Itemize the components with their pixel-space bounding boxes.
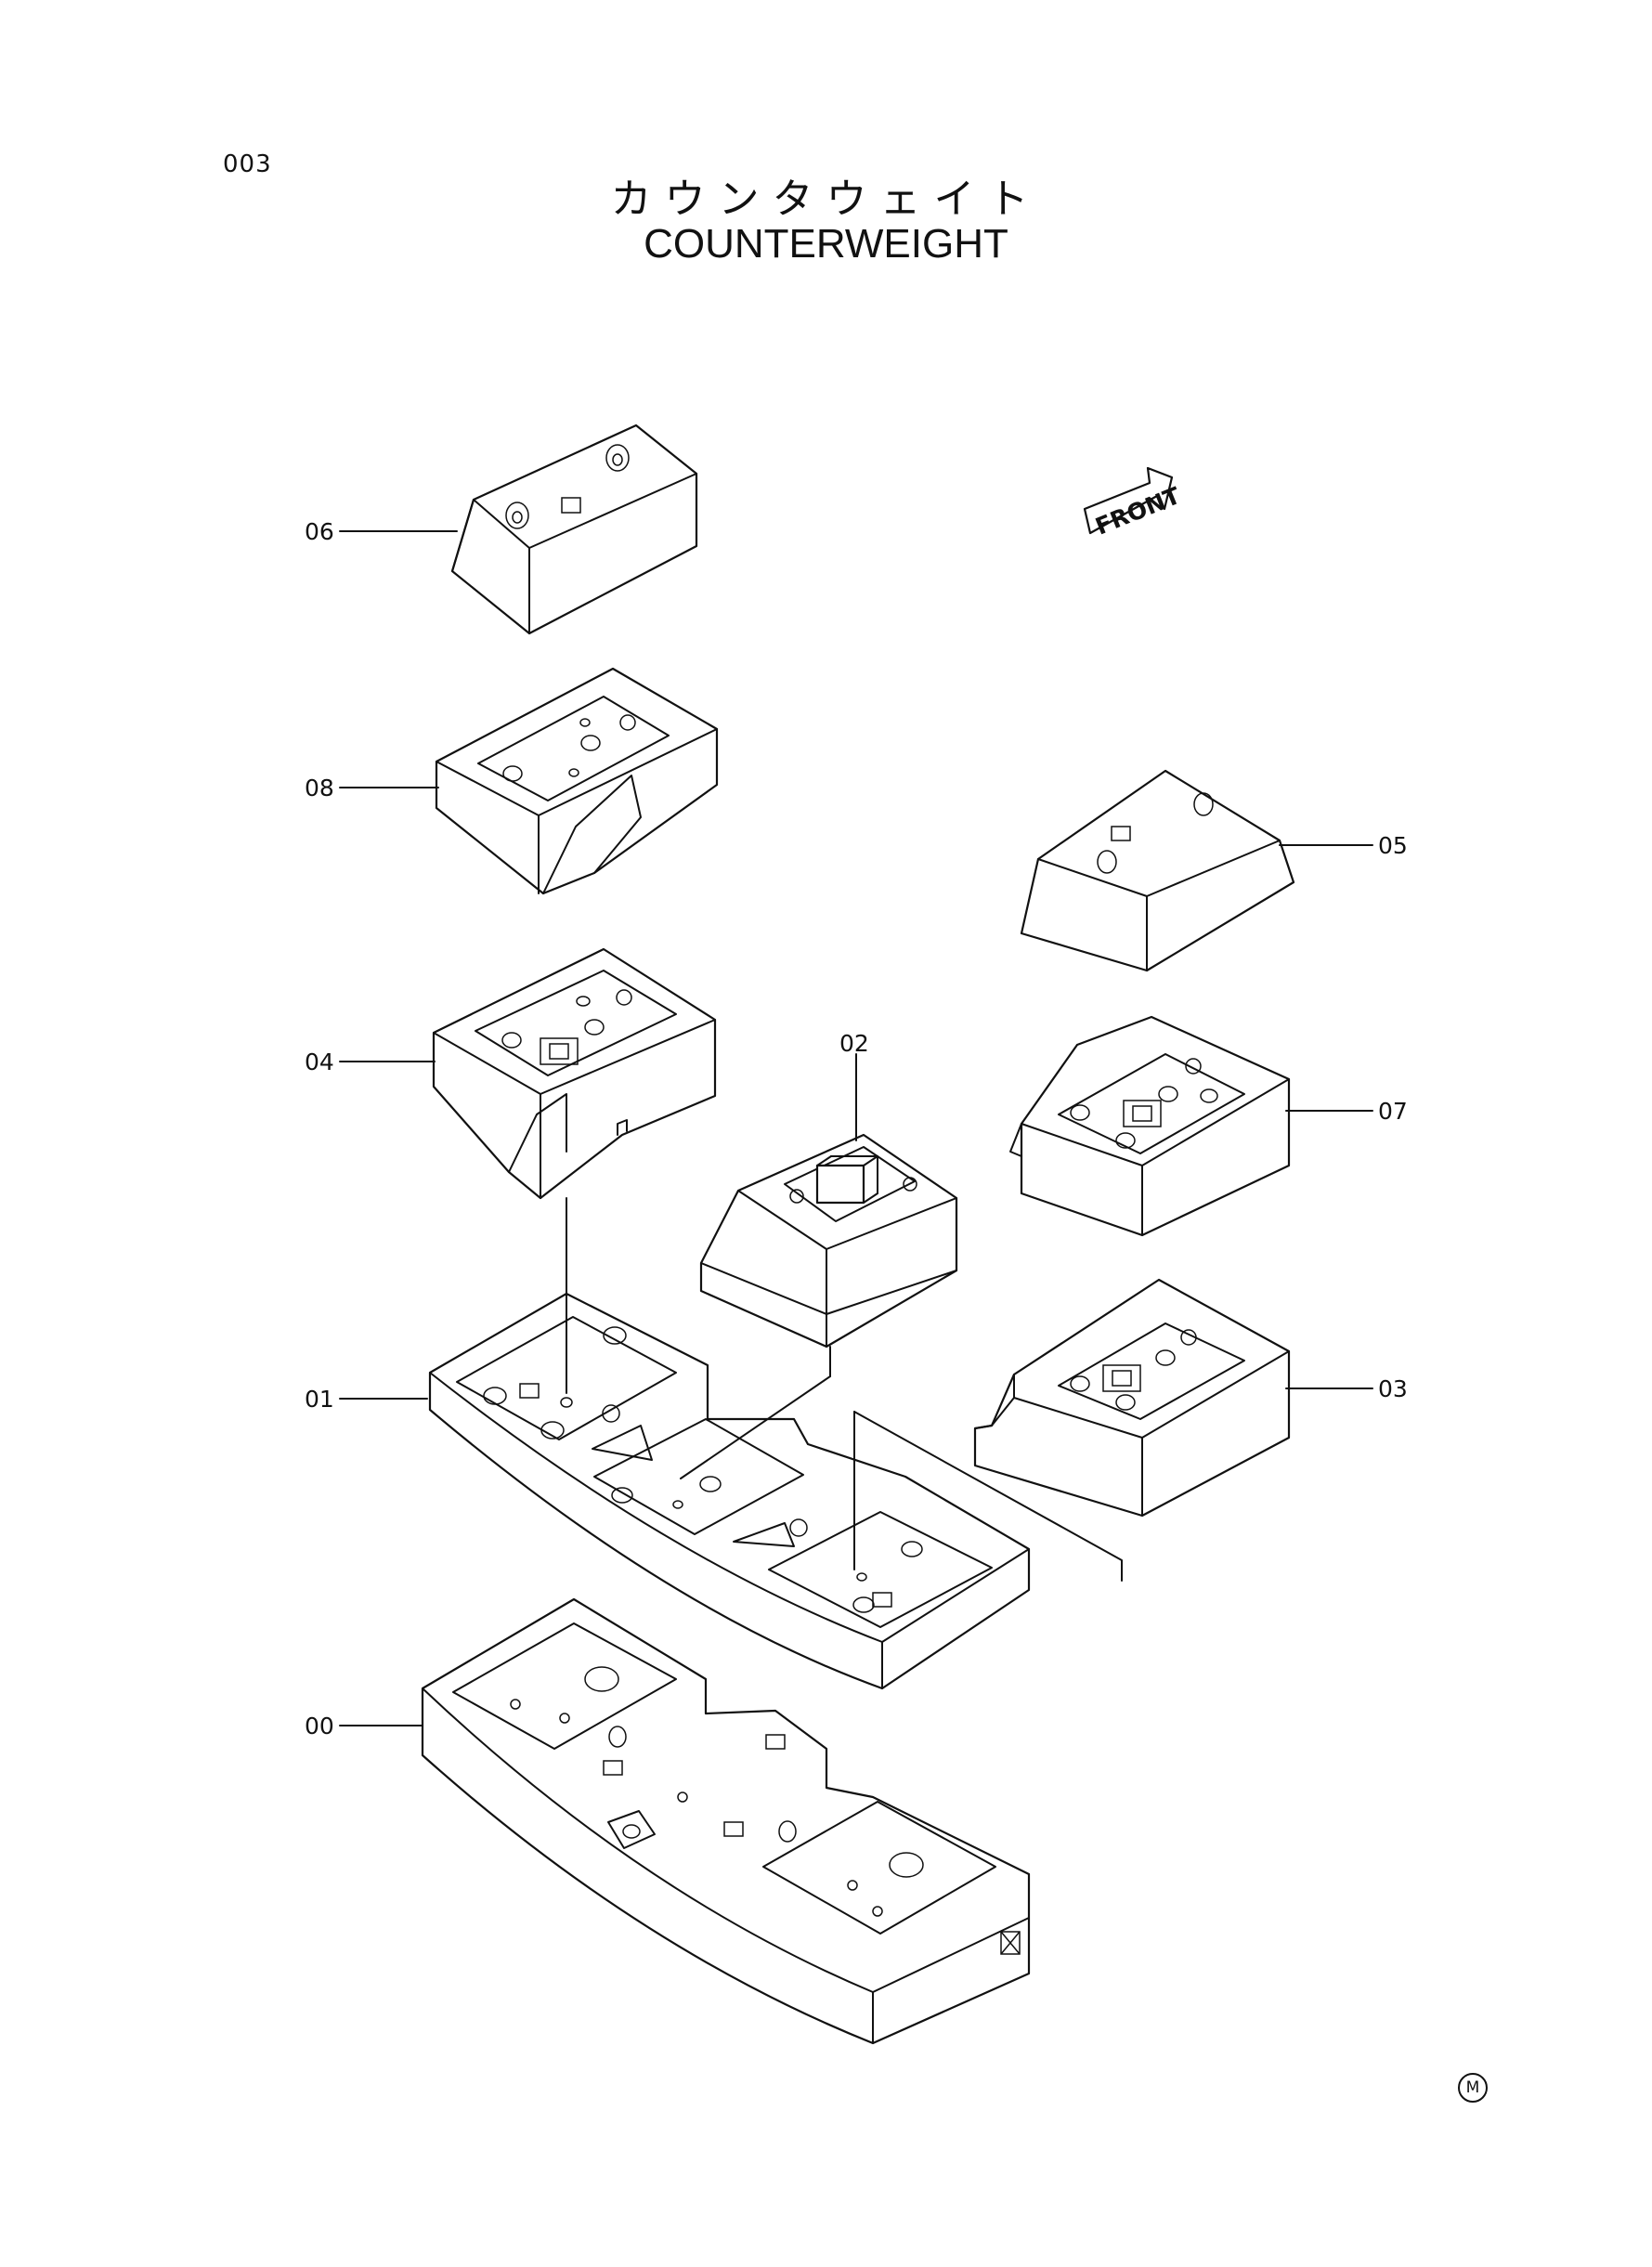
title-japanese: カウンタウェイト — [610, 176, 1042, 223]
label-04: 04 — [305, 1049, 334, 1075]
part-08-block — [435, 667, 719, 895]
part-number-labels: 06 08 05 04 02 07 01 03 00 — [305, 518, 1408, 1739]
title-english: COUNTERWEIGHT — [644, 221, 1008, 267]
part-04-block — [432, 947, 717, 1200]
assembly-lines — [566, 1197, 1123, 1582]
label-08: 08 — [305, 775, 334, 801]
label-06: 06 — [305, 518, 334, 545]
part-06-block — [450, 423, 698, 635]
part-03-block — [973, 1278, 1291, 1518]
label-05: 05 — [1378, 832, 1408, 859]
part-05-block — [1020, 769, 1295, 972]
part-02-block — [699, 1133, 958, 1348]
part-00-base — [421, 1597, 1031, 2045]
front-arrow: FRONT — [1083, 466, 1184, 541]
part-07-block — [1009, 1015, 1291, 1237]
label-00: 00 — [305, 1713, 334, 1739]
leader-lines — [339, 530, 1373, 1726]
page-number: 003 — [223, 150, 272, 178]
part-01-base — [428, 1292, 1031, 1690]
label-03: 03 — [1378, 1375, 1408, 1402]
label-07: 07 — [1378, 1098, 1408, 1125]
label-01: 01 — [305, 1386, 334, 1413]
corner-mark: M — [1458, 2073, 1488, 2103]
label-02: 02 — [839, 1030, 869, 1057]
